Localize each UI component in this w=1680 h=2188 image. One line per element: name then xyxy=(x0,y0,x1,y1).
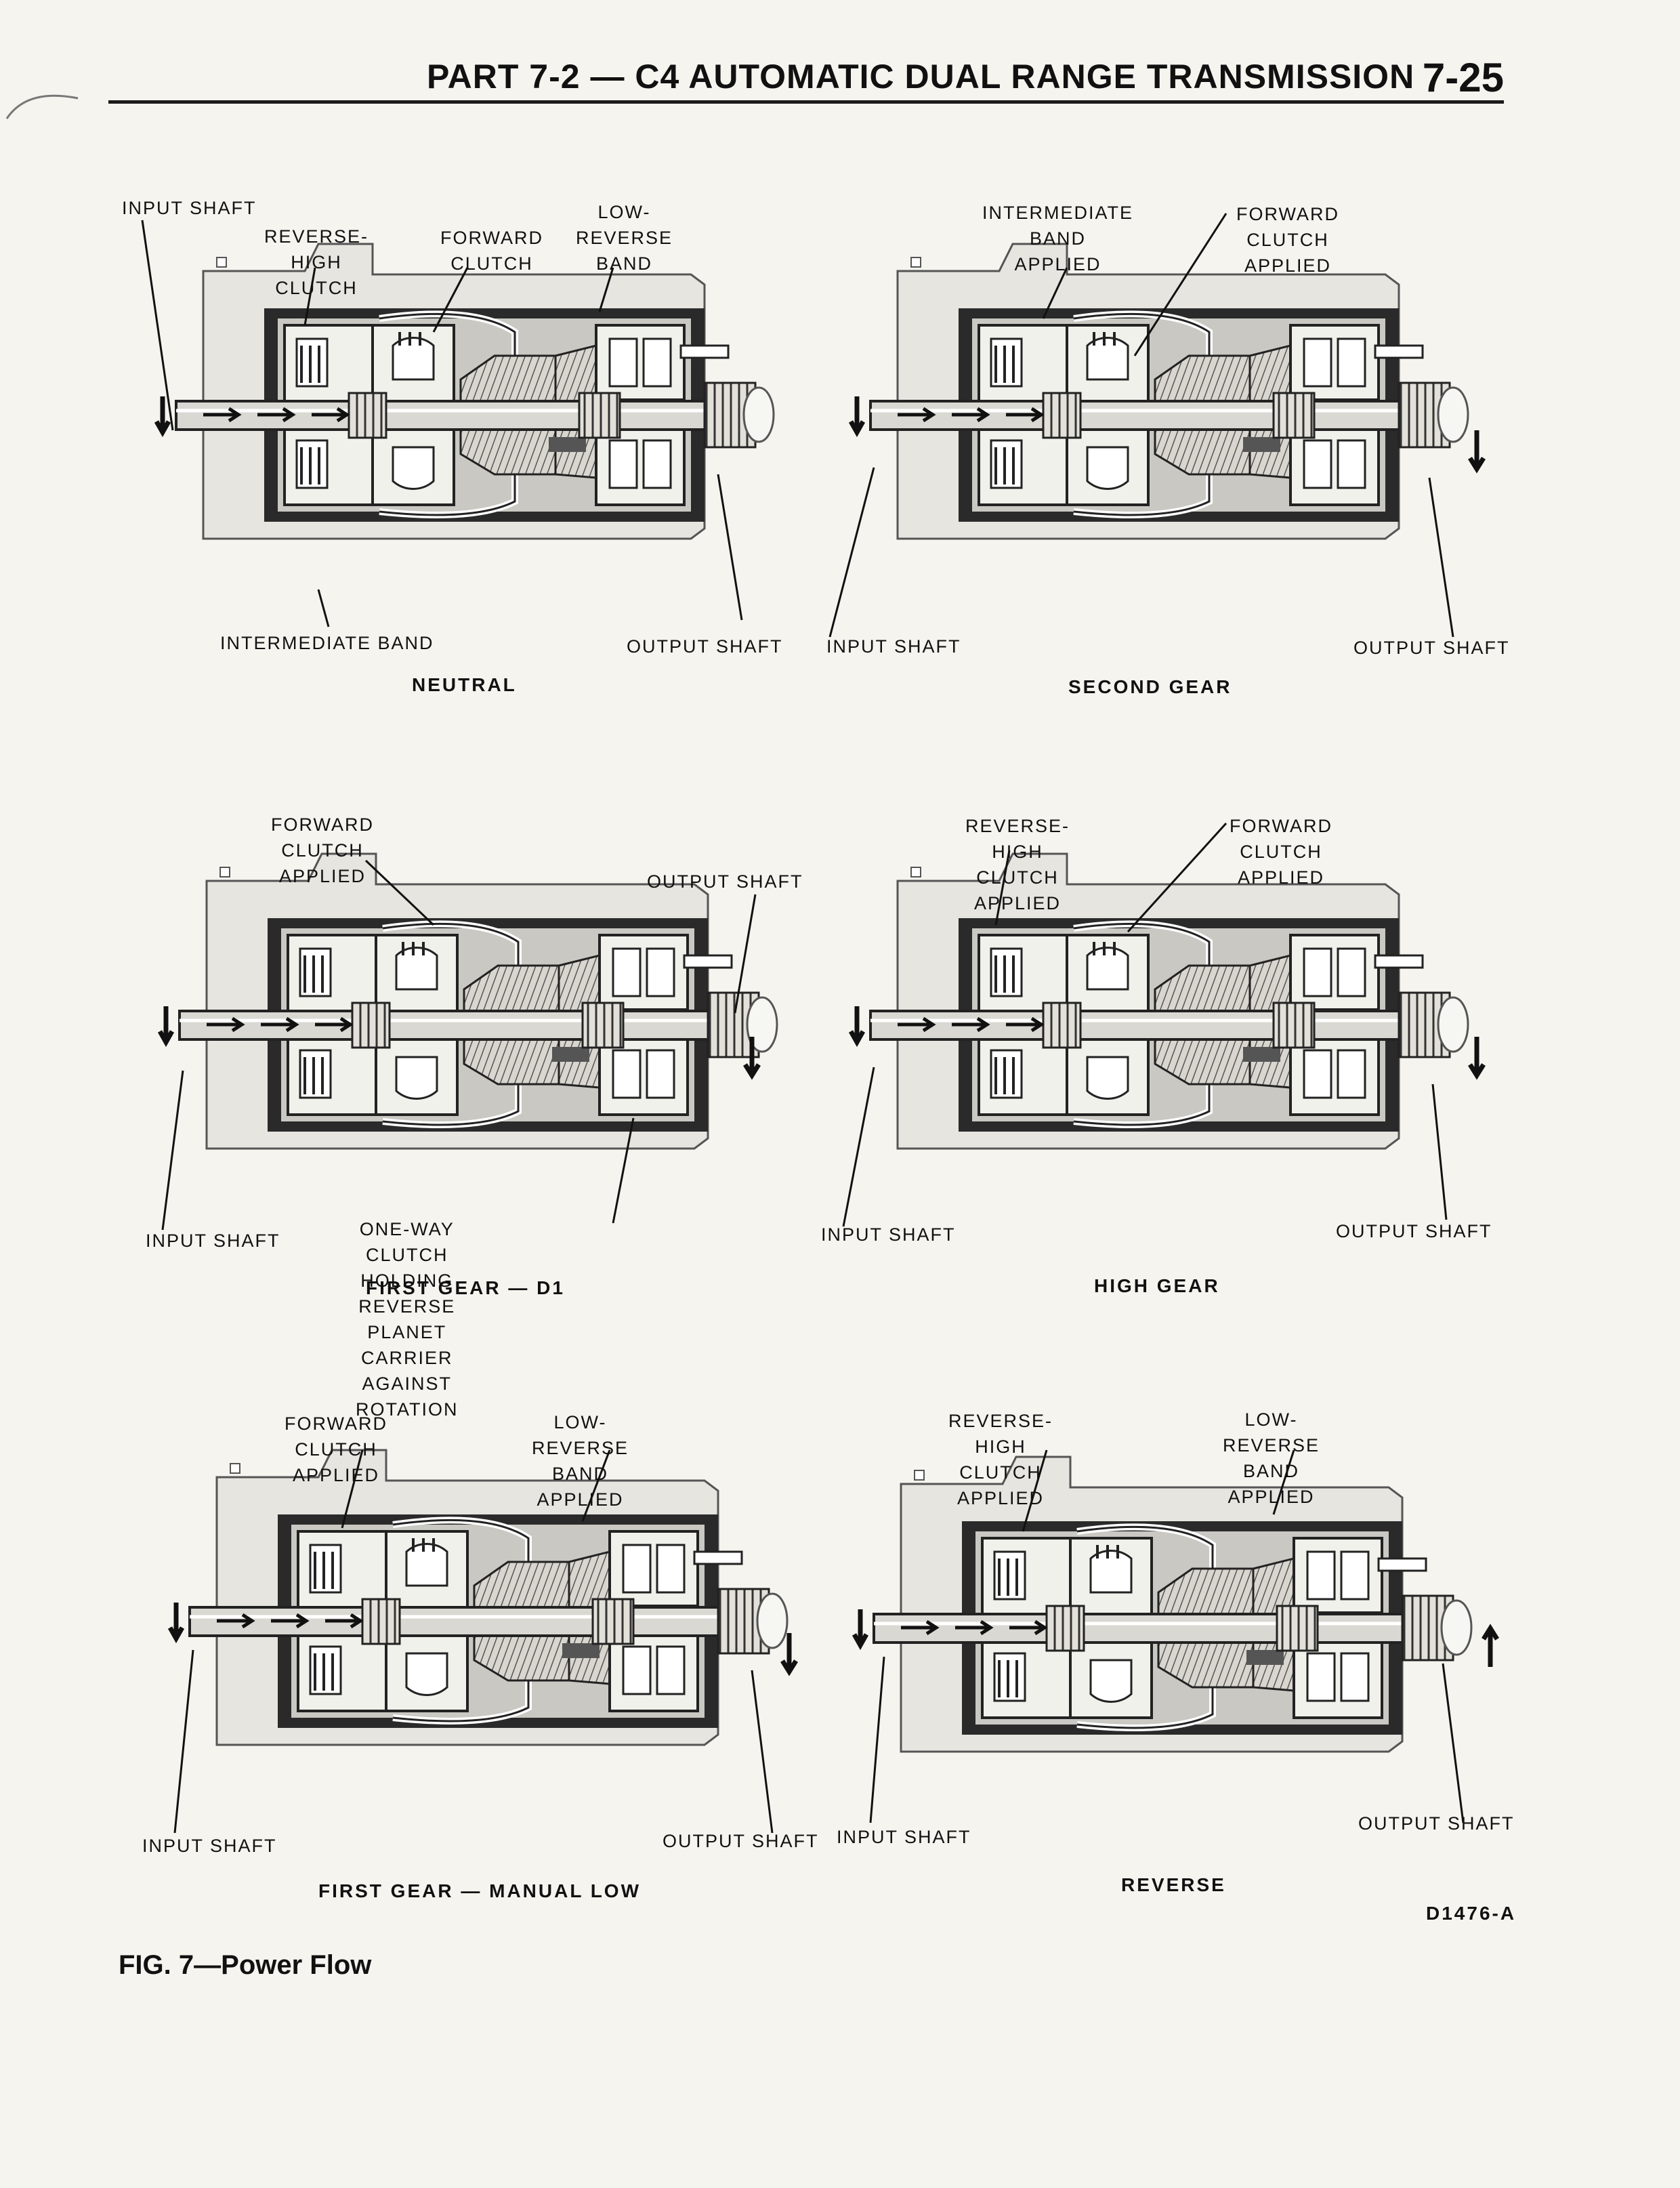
label-reverse-high-clutch: REVERSE-HIGH CLUTCH xyxy=(264,226,369,298)
transmission-diagram-second-gear xyxy=(828,213,1486,638)
caption-second-gear: SECOND GEAR xyxy=(1068,676,1232,697)
label-input-shaft: INPUT SHAFT xyxy=(142,1836,277,1856)
label-forward-clutch: FORWARD CLUTCH xyxy=(440,228,543,274)
label-input-shaft: INPUT SHAFT xyxy=(826,636,961,657)
header-rule xyxy=(108,100,1504,104)
label-low-reverse-band-applied: LOW-REVERSE BAND APPLIED xyxy=(1223,1409,1320,1507)
caption-reverse: REVERSE xyxy=(1121,1874,1226,1895)
label-forward-clutch-applied: FORWARD CLUTCH APPLIED xyxy=(285,1413,387,1485)
label-forward-clutch-applied: FORWARD CLUTCH APPLIED xyxy=(1236,204,1339,276)
label-input-shaft: INPUT SHAFT xyxy=(837,1827,971,1847)
label-forward-clutch-applied: FORWARD CLUTCH APPLIED xyxy=(271,814,374,886)
label-reverse-high-clutch-applied: REVERSE-HIGH CLUTCH APPLIED xyxy=(948,1411,1053,1508)
page-header: PART 7-2 — C4 AUTOMATIC DUAL RANGE TRANS… xyxy=(108,47,1504,108)
label-low-reverse-band: LOW-REVERSE BAND xyxy=(576,202,673,274)
caption-high-gear: HIGH GEAR xyxy=(1094,1275,1220,1296)
label-intermediate-band-applied: INTERMEDIATE BAND APPLIED xyxy=(982,203,1134,274)
label-reverse-high-clutch-applied: REVERSE-HIGH CLUTCH APPLIED xyxy=(965,816,1070,913)
caption-first-gear-manual-low: FIRST GEAR — MANUAL LOW xyxy=(318,1880,642,1901)
figure-caption: FIG. 7—Power Flow xyxy=(119,1950,372,1980)
transmission-diagram-high-gear xyxy=(842,822,1486,1227)
label-one-way-clutch: ONE-WAY CLUTCH HOLDING REVERSE PLANET CA… xyxy=(356,1219,459,1420)
transmission-diagram-reverse xyxy=(0,1449,1499,1823)
label-output-shaft: OUTPUT SHAFT xyxy=(1336,1221,1492,1241)
page-number: 7-25 xyxy=(1422,55,1504,100)
caption-neutral: NEUTRAL xyxy=(412,674,517,695)
label-output-shaft: OUTPUT SHAFT xyxy=(1353,638,1510,658)
label-low-reverse-band-applied: LOW-REVERSE BAND APPLIED xyxy=(532,1412,629,1510)
transmission-diagram-first-gear-manual-low xyxy=(0,0,798,1834)
label-output-shaft: OUTPUT SHAFT xyxy=(1358,1813,1515,1834)
label-input-shaft: INPUT SHAFT xyxy=(122,198,257,218)
transmission-diagram-first-gear-d1 xyxy=(0,0,1680,1231)
caption-first-gear-d1: FIRST GEAR — D1 xyxy=(366,1277,565,1298)
page-corner-mark xyxy=(5,94,79,119)
figure-reference: D1476-A xyxy=(1426,1903,1517,1924)
page-title: PART 7-2 — C4 AUTOMATIC DUAL RANGE TRANS… xyxy=(427,58,1415,96)
label-input-shaft: INPUT SHAFT xyxy=(146,1231,280,1251)
label-output-shaft: OUTPUT SHAFT xyxy=(647,871,803,892)
label-output-shaft: OUTPUT SHAFT xyxy=(627,636,783,657)
label-forward-clutch-applied: FORWARD CLUTCH APPLIED xyxy=(1230,816,1332,888)
label-intermediate-band: INTERMEDIATE BAND xyxy=(220,633,434,653)
label-output-shaft: OUTPUT SHAFT xyxy=(663,1831,819,1851)
label-input-shaft: INPUT SHAFT xyxy=(821,1224,956,1245)
transmission-diagram-neutral xyxy=(141,220,1680,627)
